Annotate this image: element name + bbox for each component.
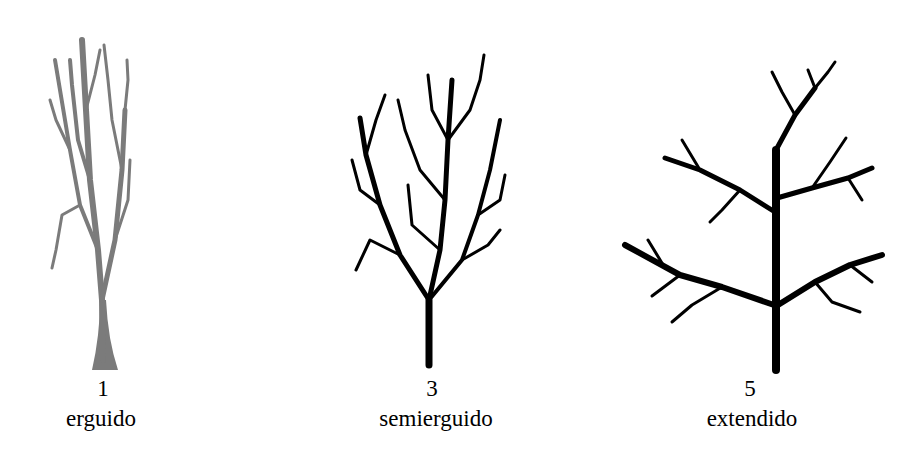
habit-label: extendido (707, 406, 798, 432)
upright-tree (50, 40, 130, 370)
score-number: 1 (97, 376, 109, 402)
score-number: 3 (426, 376, 438, 402)
score-number: 5 (744, 376, 756, 402)
habit-label: semierguido (379, 406, 492, 432)
habit-label: erguido (66, 406, 136, 432)
semi-upright-tree (352, 55, 505, 365)
spreading-tree (625, 62, 882, 370)
